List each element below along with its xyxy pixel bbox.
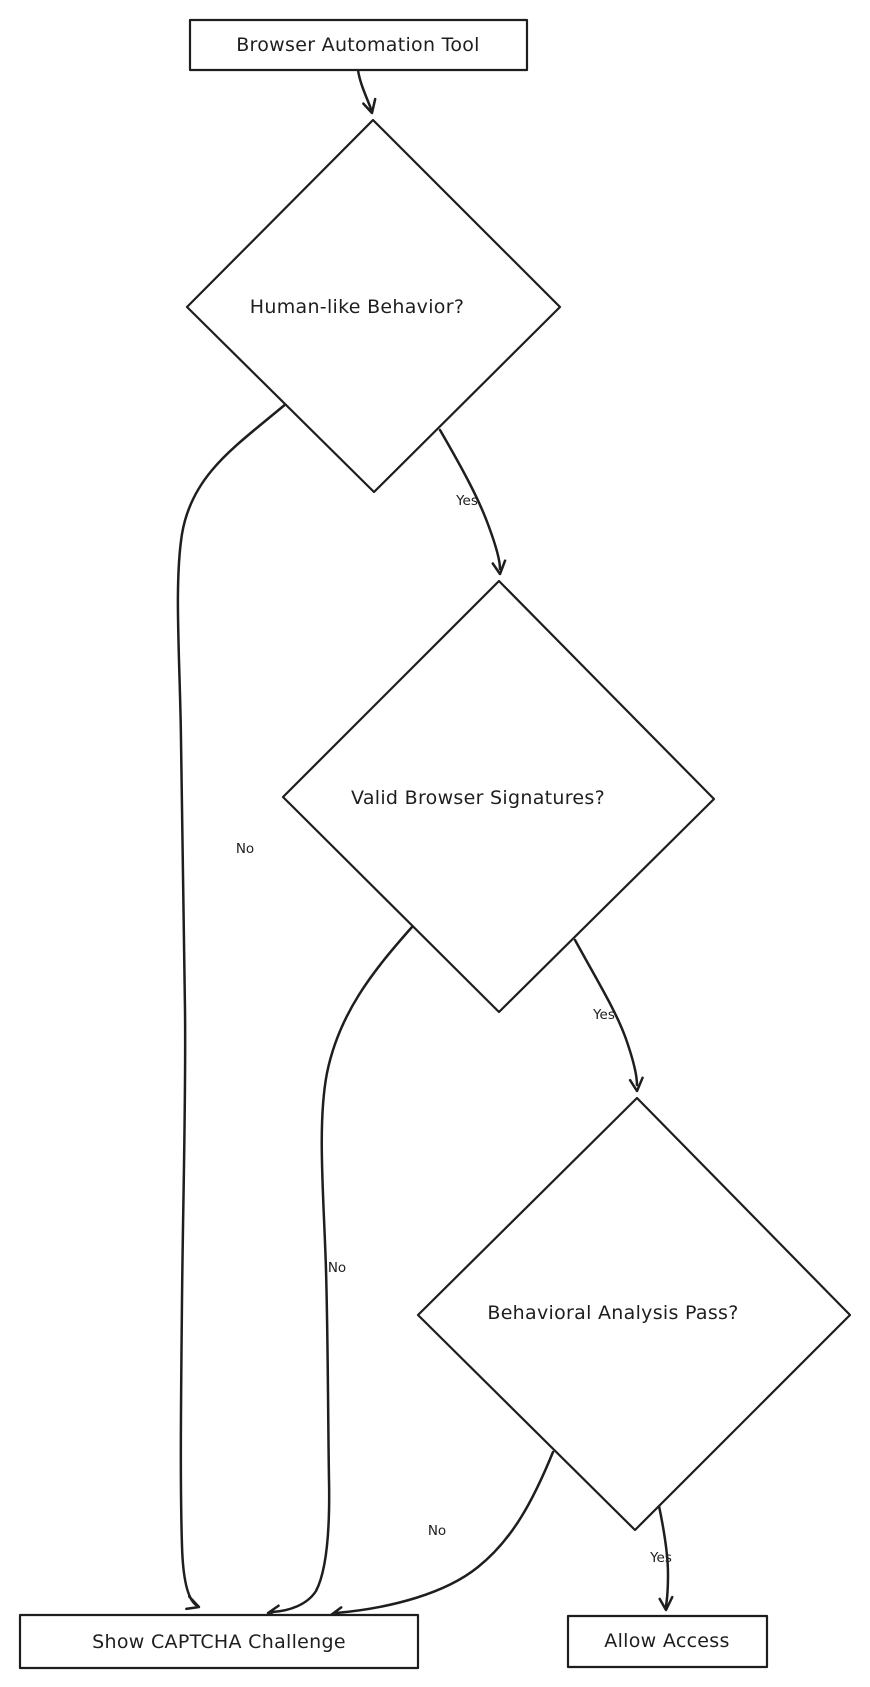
edge-decision1-yes-to-decision2	[438, 428, 507, 576]
arrowhead	[491, 559, 507, 576]
edge-label-decision3-no: No	[427, 1523, 447, 1539]
edge-label-decision1-yes: Yes	[456, 493, 478, 509]
captcha-node-label: Show CAPTCHA Challenge	[92, 1631, 346, 1653]
start-node-label: Browser Automation Tool	[236, 34, 480, 56]
decision1-label: Human-like Behavior?	[249, 296, 465, 318]
edge-line	[657, 1504, 670, 1608]
edge-label-decision1-no: No	[235, 841, 255, 857]
edge-line	[176, 401, 289, 1607]
edge-line	[438, 428, 502, 571]
allow-node-label: Allow Access	[604, 1630, 730, 1652]
edge-start-to-decision1	[356, 68, 377, 115]
start-node-shape	[188, 18, 529, 72]
edge-line	[270, 925, 414, 1614]
captcha-node-shape	[18, 1613, 420, 1670]
edge-line	[356, 68, 373, 111]
allow-node-shape	[566, 1614, 769, 1669]
edge-line	[334, 1450, 555, 1615]
edge-label-decision2-no: No	[327, 1260, 347, 1276]
decision3-shape	[416, 1096, 852, 1532]
arrowhead	[628, 1076, 644, 1093]
arrowhead	[658, 1595, 674, 1612]
edge-label-decision2-yes: Yes	[593, 1007, 615, 1023]
arrowhead	[185, 1595, 201, 1611]
edge-label-decision3-yes: Yes	[650, 1550, 672, 1566]
edge-line	[573, 938, 639, 1087]
decision3-label: Behavioral Analysis Pass?	[487, 1302, 739, 1324]
decision2-shape	[281, 579, 716, 1014]
decision1-shape	[185, 118, 562, 494]
arrowhead	[362, 97, 377, 115]
edge-decision1-no-to-captcha	[176, 401, 289, 1611]
decision2-label: Valid Browser Signatures?	[351, 787, 605, 809]
edge-decision2-yes-to-decision3	[573, 938, 644, 1093]
edge-decision3-yes-to-allow	[657, 1504, 674, 1612]
